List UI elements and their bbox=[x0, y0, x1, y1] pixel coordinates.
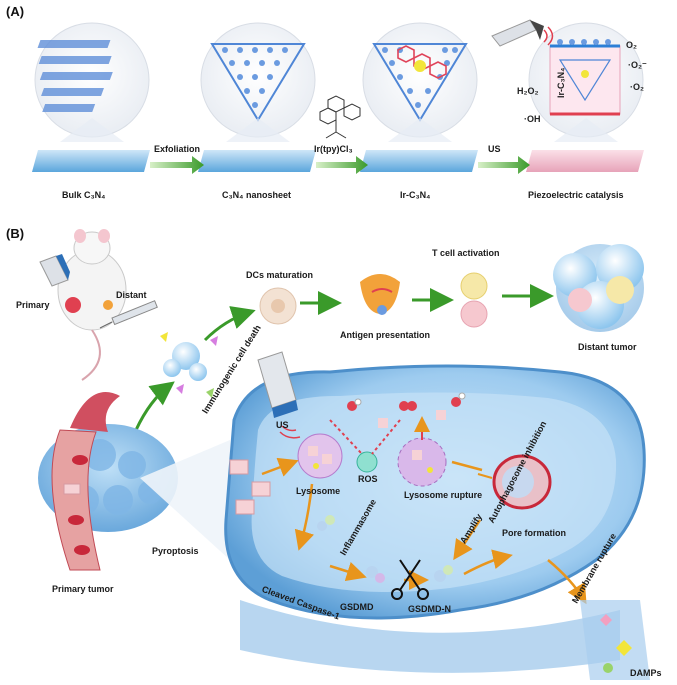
iridium-center bbox=[414, 60, 426, 72]
zoom-cone bbox=[140, 440, 230, 560]
immune-arrows bbox=[134, 284, 554, 431]
tumor-cell bbox=[224, 364, 646, 673]
label-pore: Pore formation bbox=[502, 528, 567, 538]
dc-cell-icon bbox=[259, 287, 297, 325]
antigen-presentation-icon bbox=[360, 274, 400, 315]
primary-tumor-icon bbox=[38, 392, 178, 571]
ir-tpy-molecule-icon bbox=[319, 95, 361, 139]
label-distant-tumor: Distant tumor bbox=[578, 342, 637, 352]
gsdmd-molecules bbox=[317, 515, 453, 583]
syringe-icon bbox=[99, 300, 158, 329]
panel-b-label: (B) bbox=[6, 226, 25, 241]
mouse-probe-icon bbox=[39, 254, 70, 287]
label-ir-tag: Ir-C₃N₄ bbox=[556, 67, 566, 98]
label-gsdmd: GSDMD bbox=[340, 602, 374, 612]
panel-a-label: (A) bbox=[6, 4, 25, 19]
label-ir-tpy: Ir(tpy)Cl₃ bbox=[314, 144, 353, 154]
label-o2-radical: ·O₂⁻ bbox=[628, 60, 647, 70]
bulk-slab bbox=[32, 150, 150, 172]
label-us-b: US bbox=[276, 420, 289, 430]
label-us-a: US bbox=[488, 144, 501, 154]
label-distant: Distant bbox=[116, 290, 147, 300]
nanosheet-particles bbox=[229, 459, 271, 515]
panel-a bbox=[32, 19, 644, 174]
label-exfoliation: Exfoliation bbox=[154, 144, 201, 154]
nanosheet-atoms bbox=[222, 47, 288, 108]
label-lysosome: Lysosome bbox=[296, 486, 341, 496]
mouse-icon bbox=[57, 229, 127, 381]
label-gsdmd-n: GSDMD-N bbox=[408, 604, 451, 614]
label-nanosheet: C₃N₄ nanosheet bbox=[222, 190, 291, 200]
label-piezo: Piezoelectric catalysis bbox=[528, 190, 624, 200]
label-tcell: T cell activation bbox=[432, 248, 500, 258]
ros-icon bbox=[329, 419, 401, 473]
stage-nanosheet bbox=[198, 22, 316, 172]
panel-b bbox=[38, 229, 650, 680]
label-lysosome-rupture: Lysosome rupture bbox=[404, 490, 483, 500]
stage-piezo bbox=[491, 19, 644, 172]
label-o2-radical2: ·O₂ bbox=[630, 82, 644, 92]
label-pyroptosis: Pyroptosis bbox=[152, 546, 199, 556]
label-antigen: Antigen presentation bbox=[340, 330, 431, 340]
bulk-layers bbox=[37, 40, 113, 112]
distant-tumor-icon bbox=[553, 244, 644, 332]
label-bulk: Bulk C₃N₄ bbox=[62, 190, 106, 200]
label-primary: Primary bbox=[16, 300, 50, 310]
t-cell-icon bbox=[460, 272, 488, 328]
icd-cluster bbox=[160, 332, 218, 398]
oxygen-molecules bbox=[347, 392, 466, 428]
stage-ir-c3n4 bbox=[360, 22, 478, 172]
stage-bulk bbox=[32, 22, 150, 172]
lysosome-icon bbox=[297, 433, 343, 479]
label-oh: ·OH bbox=[524, 114, 541, 124]
lysosome-rupture-icon bbox=[397, 416, 447, 487]
ultrasound-probe-icon bbox=[491, 19, 554, 47]
autophagosome-icon bbox=[477, 454, 552, 510]
label-damps: DAMPs bbox=[630, 668, 662, 678]
cell-probe-icon bbox=[257, 351, 301, 439]
label-ir-c3n4: Ir-C₃N₄ bbox=[400, 190, 431, 200]
label-primary-tumor: Primary tumor bbox=[52, 584, 114, 594]
damps-icon bbox=[580, 600, 650, 680]
label-h2o2: H₂O₂ bbox=[517, 86, 539, 96]
label-dcs: DCs maturation bbox=[246, 270, 314, 280]
label-ros: ROS bbox=[358, 474, 378, 484]
scissors-icon bbox=[391, 559, 429, 600]
arrows-a bbox=[150, 156, 530, 174]
label-o2: O₂ bbox=[626, 40, 637, 50]
